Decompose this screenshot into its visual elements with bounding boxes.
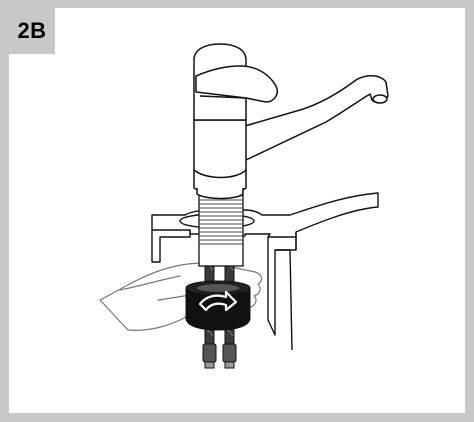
mounting-nut bbox=[185, 280, 251, 331]
threaded-shank bbox=[198, 189, 244, 267]
faucet bbox=[193, 43, 389, 200]
step-label: 2B bbox=[17, 18, 47, 43]
step-label-badge: 2B bbox=[9, 8, 55, 54]
rotation-arrow-icon bbox=[198, 290, 238, 312]
